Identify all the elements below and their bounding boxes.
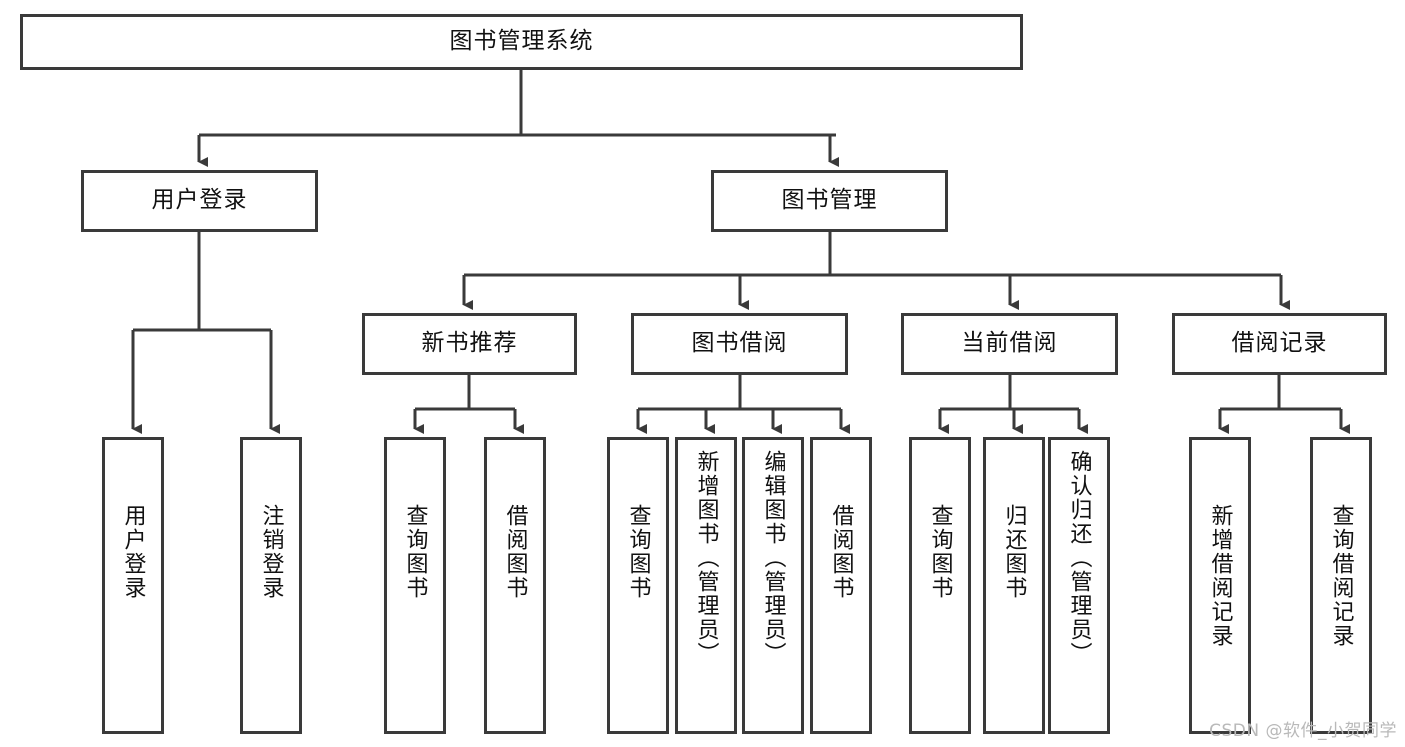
node-label: 新增借阅记录 xyxy=(1207,504,1233,648)
node-label: 新书推荐 xyxy=(421,330,518,357)
node-label: 查询图书 xyxy=(402,504,428,600)
node-leaf-return-book[interactable]: 归还图书 xyxy=(983,437,1045,734)
node-leaf-borrow-book-recommend[interactable]: 借阅图书 xyxy=(484,437,546,734)
node-leaf-user-login[interactable]: 用户登录 xyxy=(102,437,164,734)
node-label: 查询图书 xyxy=(625,504,651,600)
node-label: 借阅图书 xyxy=(502,504,528,600)
node-leaf-borrow-book[interactable]: 借阅图书 xyxy=(810,437,872,734)
node-leaf-confirm-return-admin[interactable]: 确认归还（管理员） xyxy=(1048,437,1110,734)
node-label: 当前借阅 xyxy=(961,330,1058,357)
node-level2-user-login[interactable]: 用户登录 xyxy=(81,170,318,232)
node-level3-borrow-records[interactable]: 借阅记录 xyxy=(1172,313,1387,375)
node-label: 图书管理 xyxy=(781,187,878,214)
node-leaf-add-book-admin[interactable]: 新增图书（管理员） xyxy=(675,437,737,734)
node-level3-current-borrow[interactable]: 当前借阅 xyxy=(901,313,1118,375)
node-leaf-query-book-current[interactable]: 查询图书 xyxy=(909,437,971,734)
node-label: 借阅图书 xyxy=(828,504,854,600)
node-root[interactable]: 图书管理系统 xyxy=(20,14,1023,70)
node-level2-book-management[interactable]: 图书管理 xyxy=(711,170,948,232)
node-label: 新增图书（管理员） xyxy=(693,450,719,666)
node-label: 确认归还（管理员） xyxy=(1066,450,1092,666)
node-label: 归还图书 xyxy=(1001,504,1027,600)
node-level3-book-borrow[interactable]: 图书借阅 xyxy=(631,313,848,375)
node-label: 编辑图书（管理员） xyxy=(760,450,786,666)
watermark-text: CSDN @软件_小贺同学 xyxy=(1209,721,1397,741)
node-label: 用户登录 xyxy=(151,187,248,214)
node-leaf-query-book-recommend[interactable]: 查询图书 xyxy=(384,437,446,734)
node-label: 图书借阅 xyxy=(691,330,788,357)
node-leaf-query-book-borrow[interactable]: 查询图书 xyxy=(607,437,669,734)
node-label: 用户登录 xyxy=(120,504,146,600)
node-level3-new-book-recommend[interactable]: 新书推荐 xyxy=(362,313,577,375)
node-label: 查询图书 xyxy=(927,504,953,600)
node-label: 借阅记录 xyxy=(1231,330,1328,357)
node-leaf-logout[interactable]: 注销登录 xyxy=(240,437,302,734)
node-leaf-query-borrow-record[interactable]: 查询借阅记录 xyxy=(1310,437,1372,734)
node-label: 查询借阅记录 xyxy=(1328,504,1354,648)
node-root-label: 图书管理系统 xyxy=(449,28,594,55)
node-leaf-add-borrow-record[interactable]: 新增借阅记录 xyxy=(1189,437,1251,734)
node-leaf-edit-book-admin[interactable]: 编辑图书（管理员） xyxy=(742,437,804,734)
node-label: 注销登录 xyxy=(258,504,284,600)
